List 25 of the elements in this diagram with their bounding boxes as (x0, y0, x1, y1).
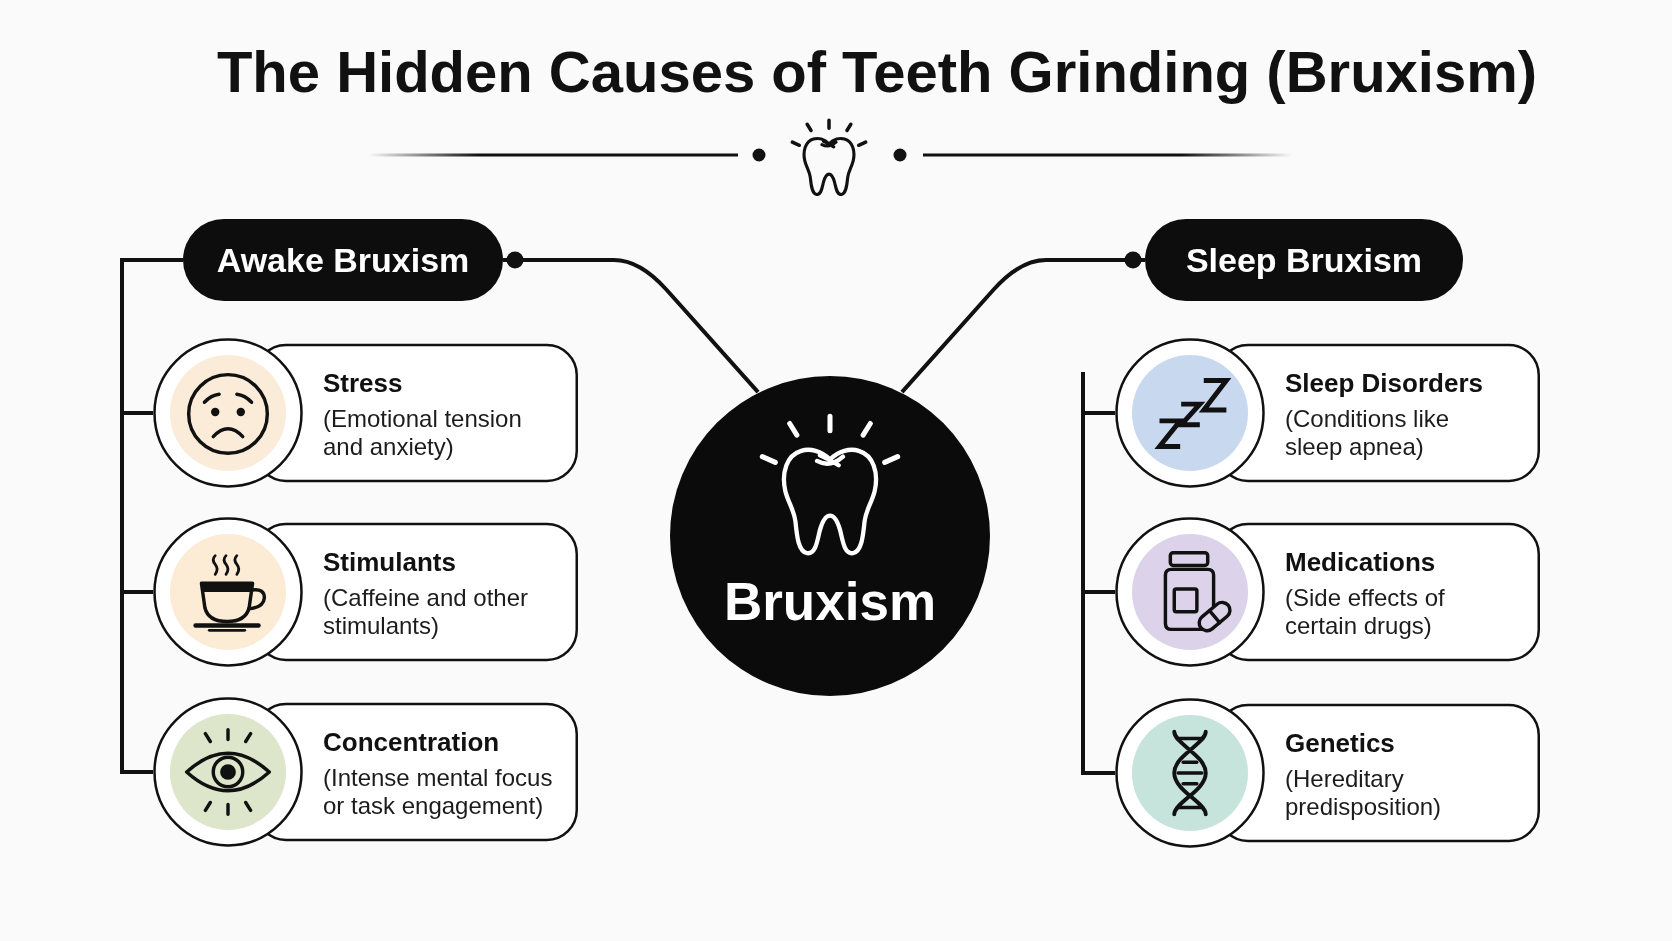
cause-title: Concentration (323, 725, 500, 759)
cause-description: (Hereditary predisposition) (1285, 764, 1443, 821)
pill-label: Sleep Bruxism (1185, 240, 1423, 280)
page-title: The Hidden Causes of Teeth Grinding (Bruxism) (216, 38, 1538, 106)
cause-description: (Intense mental focus or task engagement) (323, 763, 554, 820)
cause-description: (Caffeine and other stimulants) (323, 583, 530, 640)
cause-title: Medications (1285, 545, 1436, 579)
hub-label: Bruxism (723, 573, 937, 631)
cause-title: Sleep Disorders (1285, 366, 1483, 400)
cause-title: Stress (323, 366, 403, 400)
cause-description: (Emotional tension and anxiety) (323, 404, 523, 461)
cause-card (1115, 338, 1540, 488)
cause-card (153, 517, 578, 667)
cause-description: (Side effects of certain drugs) (1285, 583, 1446, 640)
cause-card (1115, 517, 1540, 667)
cause-description: (Conditions like sleep apnea) (1285, 404, 1451, 461)
connector-line (1081, 372, 1115, 775)
cause-title: Genetics (1285, 726, 1395, 760)
connector-line (503, 251, 760, 394)
pill-label: Awake Bruxism (216, 240, 470, 280)
cause-card (1115, 698, 1540, 848)
cause-card (153, 697, 578, 847)
cause-title: Stimulants (323, 545, 456, 579)
connector-line (900, 251, 1145, 394)
cause-card (153, 338, 578, 488)
